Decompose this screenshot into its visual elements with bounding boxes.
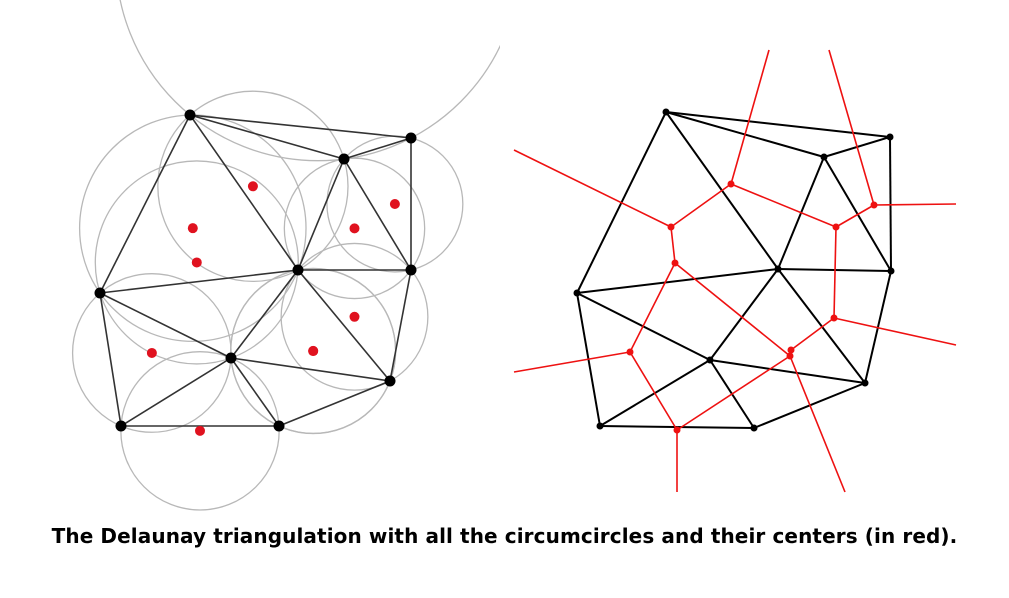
delaunay-edge-af [99, 114, 191, 294]
circumcenter-6 [349, 311, 360, 322]
site-point-i [115, 420, 127, 432]
voronoi-vertex-v3 [671, 259, 679, 267]
voronoi-edge-v2-v3 [670, 226, 676, 264]
site-point-right-i [596, 422, 604, 430]
voronoi-vertex-v5 [870, 201, 878, 209]
delaunay-edge-bc [343, 137, 412, 160]
circumcenter-1 [247, 181, 258, 192]
delaunay-edge-cd [297, 158, 345, 271]
delaunay-edge-ac [189, 114, 345, 160]
site-point-j [273, 420, 285, 432]
voronoi-edge-v9-v10 [629, 351, 678, 431]
delaunay-points [94, 109, 417, 432]
site-point-right-d [774, 265, 782, 273]
circumcenter-2 [187, 223, 198, 234]
voronoi-ray-8 [789, 355, 846, 493]
delaunay-edge-ad [189, 114, 299, 271]
circumcenter-9 [146, 347, 157, 358]
site-point-h [384, 375, 396, 387]
delaunay-edge-right-dg [709, 268, 779, 361]
voronoi-edge-v4-v6 [833, 226, 837, 319]
site-point-right-j [750, 424, 758, 432]
delaunay-edge-right-ab [665, 111, 891, 138]
circumcenters [146, 181, 400, 436]
voronoi-vertex-v9 [626, 348, 634, 356]
site-point-e [405, 264, 417, 276]
circumcircles [71, 0, 500, 511]
voronoi-vertex-v7 [787, 346, 795, 354]
site-point-right-c [820, 153, 828, 161]
delaunay-edge-gh [230, 357, 391, 382]
circumcenter-11 [308, 345, 319, 356]
delaunay-edges [99, 114, 412, 427]
voronoi-vertex-v10 [673, 426, 681, 434]
voronoi-edges [513, 49, 957, 493]
figure-caption: The Delaunay triangulation with all the … [51, 524, 958, 548]
site-point-right-f [573, 289, 581, 297]
delaunay-points-right [573, 108, 895, 432]
delaunay-edge-df [99, 269, 299, 294]
circumcircle-3 [119, 0, 500, 162]
voronoi-vertex-v4 [832, 223, 840, 231]
circumcircle-1 [157, 90, 349, 283]
site-point-f [94, 287, 106, 299]
voronoi-edge-v1-v4 [730, 183, 837, 228]
site-point-right-g [706, 356, 714, 364]
figure [71, 0, 957, 511]
delaunay-edge-eh [389, 269, 412, 382]
site-point-a [184, 109, 196, 121]
circumcenter-5 [349, 223, 360, 234]
delaunay-edge-fi [99, 292, 122, 427]
voronoi-ray-3 [513, 149, 672, 228]
circumcenter-10 [195, 425, 205, 436]
voronoi-ray-4 [873, 203, 957, 206]
delaunay-circumcircles-panel [71, 0, 500, 511]
circumcenter-8 [191, 257, 202, 268]
voronoi-vertex-v1 [727, 180, 735, 188]
delaunay-edge-right-df [576, 268, 779, 294]
circumcircle-6 [280, 242, 429, 391]
circumcenter-4 [389, 199, 400, 209]
delaunay-edge-gi [120, 357, 232, 427]
site-point-g [225, 352, 237, 364]
delaunay-edge-ab [189, 114, 412, 139]
site-point-d [292, 264, 304, 276]
voronoi-edge-v10-v8 [676, 355, 791, 431]
voronoi-vertices [626, 180, 878, 434]
voronoi-ray-5 [833, 317, 957, 346]
delaunay-edge-dg [230, 269, 299, 359]
voronoi-ray-2 [828, 49, 875, 206]
site-point-right-a [662, 108, 670, 116]
voronoi-vertex-v6 [830, 314, 838, 322]
site-point-right-e [887, 267, 895, 275]
delaunay-edge-right-gh [709, 359, 866, 384]
voronoi-edge-v1-v2 [670, 183, 732, 228]
voronoi-ray-6 [513, 351, 631, 373]
circumcircle-8 [94, 160, 299, 365]
delaunay-edge-dh [297, 269, 391, 382]
voronoi-vertex-v2 [667, 223, 675, 231]
site-point-right-b [886, 133, 894, 141]
delaunay-edge-fg [99, 292, 232, 359]
delaunay-edge-hj [278, 380, 391, 427]
site-point-b [405, 132, 417, 144]
delaunay-edge-ce [343, 158, 412, 271]
delaunay-edge-right-dh [777, 268, 866, 384]
voronoi-edge-v3-v8 [674, 262, 791, 357]
voronoi-edge-v3-v9 [629, 262, 676, 353]
voronoi-edge-v6-v7 [790, 317, 835, 351]
voronoi-ray-1 [730, 49, 770, 185]
voronoi-vertex-v8 [786, 352, 794, 360]
voronoi-edge-v4-v5 [835, 204, 875, 228]
site-point-right-h [861, 379, 869, 387]
delaunay-edge-gj [230, 357, 280, 427]
voronoi-panel [513, 49, 957, 493]
circumcircle-5 [283, 157, 426, 300]
delaunay-edges-right [576, 111, 892, 429]
site-point-c [338, 153, 350, 165]
